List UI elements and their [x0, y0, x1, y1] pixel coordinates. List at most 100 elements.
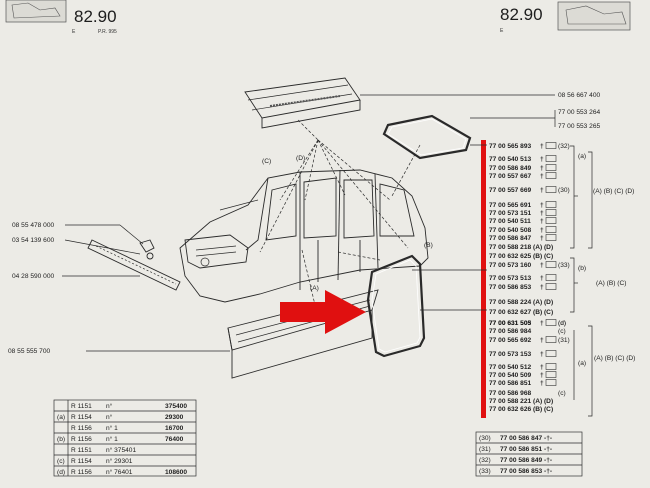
part-icon: [545, 379, 557, 386]
part-ref-box: (32): [558, 143, 570, 150]
callout-c: (C): [262, 158, 271, 165]
part-symbol: †: [540, 202, 544, 209]
part-number: 77 00 573 513: [489, 275, 532, 282]
part-number: 77 00 588 218 (A) (D): [489, 244, 553, 251]
group-label-abcd2: (A) (B) (C): [596, 280, 626, 287]
door-seal-part: [366, 254, 426, 358]
part-symbol: †: [540, 372, 544, 379]
table-left-range-end: 76400: [165, 436, 184, 443]
part-symbol: †: [540, 235, 544, 242]
table-left-range-start: n°: [106, 413, 113, 421]
table-left-range-start: n° 76401: [106, 468, 133, 476]
table-left-range-start: n° 1: [106, 424, 118, 432]
part-symbol: †: [540, 218, 544, 225]
table-left-prefix: (a): [57, 414, 65, 421]
header-left: 82.90 E P.R. 995: [5, 0, 117, 35]
part-symbol: †: [540, 227, 544, 234]
part-number: 77 00 586 847: [489, 235, 532, 242]
top-part-1: 08 56 667 400: [558, 92, 601, 99]
part-icon: [545, 186, 557, 193]
part-ref-box: (30): [558, 187, 570, 194]
callout-a: (A): [310, 285, 319, 292]
part-number: 77 00 573 151: [489, 210, 532, 217]
table-left-range-start: n° 375401: [106, 446, 136, 454]
part-symbol: †: [540, 156, 544, 163]
table-right-part-number: 77 00 586 851 -†-: [500, 446, 552, 453]
part-ref-box: (31): [558, 337, 570, 344]
table-right-part-number: 77 00 586 849 -†-: [500, 457, 552, 464]
group-label-b: (b): [578, 265, 586, 272]
part-number: 77 00 573 160: [489, 262, 532, 269]
part-number: 77 00 586 849: [489, 165, 532, 172]
top-part-3: 77 00 553 265: [558, 123, 601, 130]
part-number: 77 00 565 691: [489, 202, 532, 209]
part-ref-box: (d): [558, 320, 566, 327]
part-ref-box: (c): [558, 328, 566, 335]
group-label-abcd3: (A) (B) (C) (D): [594, 355, 635, 362]
part-icon: [545, 142, 557, 149]
table-right-box: (31): [479, 446, 491, 453]
part-number: 77 00 540 508: [489, 227, 532, 234]
part-icon: [545, 283, 557, 290]
left-part-2: 03 54 139 600: [12, 237, 55, 244]
highlight-bar: [481, 140, 486, 418]
part-number: 77 00 631 503: [489, 320, 532, 327]
header-right-sub-a: E: [500, 28, 504, 34]
group-brackets: [570, 145, 593, 417]
part-symbol: †: [540, 351, 544, 358]
part-number: 77 00 632 625 (B) (C): [489, 253, 553, 260]
part-icon: [545, 172, 557, 179]
part-number: 77 00 632 627 (B) (C): [489, 309, 553, 316]
table-right-box: (32): [479, 457, 491, 464]
part-symbol: †: [540, 210, 544, 217]
table-left-prefix: (c): [57, 458, 65, 465]
part-symbol: †: [540, 275, 544, 282]
part-number: 77 00 557 669: [489, 187, 532, 194]
part-number: 77 00 586 853: [489, 284, 532, 291]
part-number: 77 00 565 692: [489, 337, 532, 344]
table-left-range-start: n° 1: [106, 435, 118, 443]
part-number: 77 00 631 505: [489, 320, 532, 327]
part-number: 77 00 540 513: [489, 156, 532, 163]
part-icon: [545, 201, 557, 208]
part-number-list: 77 00 565 893†(32)77 00 540 513†77 00 58…: [489, 142, 570, 413]
part-symbol: †: [540, 284, 544, 291]
group-label-a1: (a): [578, 153, 586, 160]
table-right-box: (33): [479, 468, 491, 475]
part-symbol: †: [540, 262, 544, 269]
part-icon: [545, 350, 557, 357]
part-icon: [545, 363, 557, 370]
table-left-range-end: 29300: [165, 414, 184, 421]
left-part-3: 04 28 590 000: [12, 273, 55, 280]
scuff-strip-part: [87, 239, 181, 291]
highlight-arrow: [280, 290, 366, 334]
table-left-model: R 1156: [71, 436, 92, 443]
roof-drip-strip-part: [244, 77, 361, 129]
part-number: 77 00 588 224 (A) (D): [489, 299, 553, 306]
part-icon: [545, 155, 557, 162]
table-left-model: R 1156: [71, 469, 92, 476]
part-number: 77 00 588 221 (A) (D): [489, 398, 553, 405]
part-number: 77 00 540 511: [489, 218, 531, 225]
table-left-range-end: 16700: [165, 425, 184, 432]
part-symbol: †: [540, 380, 544, 387]
part-symbol: †: [540, 337, 544, 344]
clip-part: [139, 239, 155, 260]
part-icon: [545, 261, 557, 268]
part-symbol: †: [540, 364, 544, 371]
part-number: 77 00 540 512: [489, 364, 532, 371]
table-left-model: R 1151: [71, 403, 92, 410]
part-number: 77 00 586 851: [489, 380, 532, 387]
table-right-part-number: 77 00 586 853 -†-: [500, 468, 552, 475]
table-left-range-end: 375400: [165, 403, 187, 410]
top-part-2: 77 00 553 264: [558, 109, 601, 116]
header-right: 82.90 E: [500, 1, 631, 34]
kit-reference-table: (30)77 00 586 847 -†-(31)77 00 586 851 -…: [475, 431, 583, 477]
group-label-a2: (a): [578, 360, 586, 367]
part-icon: [545, 164, 557, 171]
header-right-code: 82.90: [500, 5, 543, 24]
part-symbol: †: [540, 165, 544, 172]
part-icon: [545, 274, 557, 281]
